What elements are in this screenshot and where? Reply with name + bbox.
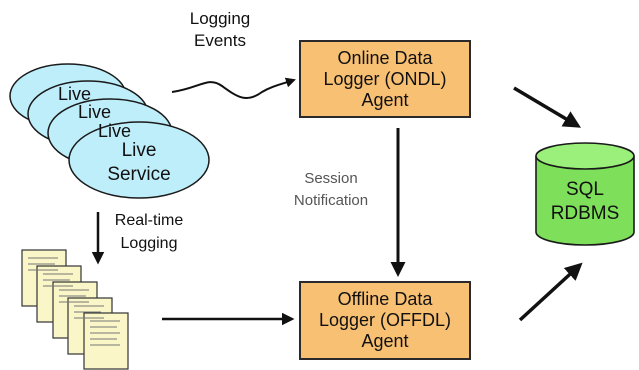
offdl-agent-line3: Agent — [361, 331, 409, 351]
sql-database-cylinder — [535, 142, 635, 246]
ondl-agent-line1: Online Data — [337, 47, 433, 68]
live-service-front-label-line1: Live — [122, 140, 157, 161]
logging-events-label: Logging Events — [189, 9, 251, 50]
database-label-line2: RDBMS — [551, 203, 620, 224]
offdl-agent-line1: Offline Data — [337, 289, 433, 309]
arrow-logging-events — [171, 77, 296, 100]
offdl-agent-box: Offline Data Logger (OFFDL) Agent — [299, 281, 471, 360]
live-service-back-label-2: Live — [78, 102, 111, 122]
arrow-offdl-to-database — [518, 262, 583, 322]
session-notification-label: Session Notification — [293, 170, 369, 209]
live-service-back-label-1: Live — [58, 84, 91, 104]
database-label-line1: SQL — [566, 179, 604, 200]
log-document-5 — [83, 312, 129, 370]
arrow-ondl-to-database — [513, 86, 582, 128]
realtime-logging-label: Real-time Logging — [114, 212, 184, 252]
live-service-back-label-3: Live — [98, 121, 131, 141]
live-service-front-label-line2: Service — [107, 164, 170, 185]
ondl-agent-box: Online Data Logger (ONDL) Agent — [299, 40, 471, 118]
live-service-stack — [9, 63, 210, 199]
ondl-agent-line2: Logger (ONDL) — [323, 68, 447, 89]
log-document-text-lines — [28, 257, 120, 346]
live-service-ellipse-front — [68, 121, 210, 199]
log-document-stack — [21, 249, 129, 370]
offdl-agent-line2: Logger (OFFDL) — [318, 310, 452, 330]
ondl-agent-line3: Agent — [361, 89, 409, 110]
